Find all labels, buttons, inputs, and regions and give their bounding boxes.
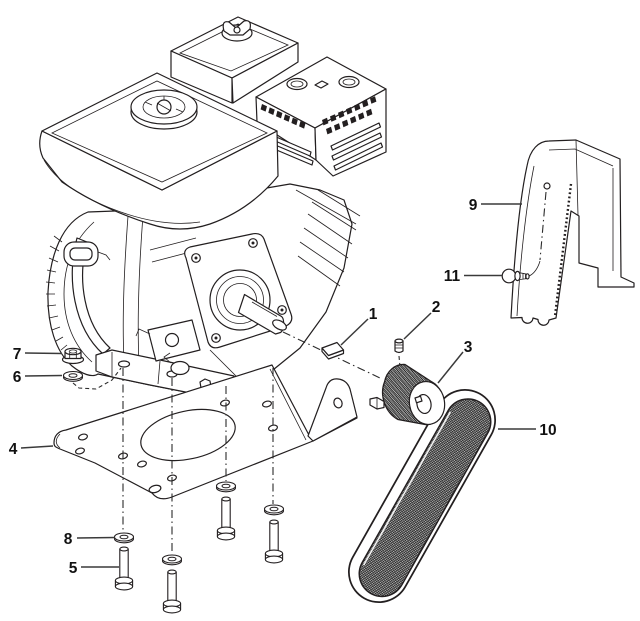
mounting-bolt-1 [114, 546, 134, 591]
muffler [255, 56, 387, 177]
callout-6: 6 [13, 369, 63, 386]
callout-5: 5 [69, 560, 119, 577]
wing-nut [221, 20, 253, 42]
shaft-key [321, 341, 345, 360]
washer-4 [263, 504, 285, 516]
set-screw [394, 338, 404, 354]
flange-nut [61, 347, 85, 365]
callout-5-label: 5 [69, 560, 78, 577]
callout-2-leader [403, 312, 432, 340]
washer-3 [215, 481, 237, 493]
callout-1-leader [340, 318, 369, 346]
callout-9-label: 9 [469, 197, 478, 214]
callout-7-leader [24, 352, 63, 355]
air-filter [170, 16, 299, 104]
carburetor [135, 319, 201, 376]
callout-3-label: 3 [464, 339, 473, 356]
plate-bracket-tab [307, 378, 358, 442]
pulley [369, 363, 446, 426]
pulley-bore [414, 393, 432, 415]
callout-10-label: 10 [539, 422, 556, 439]
crankcase [184, 232, 293, 349]
callout-1-label: 1 [369, 306, 378, 323]
callout-8-leader [76, 536, 116, 539]
callout-4-leader [20, 445, 54, 449]
mounting-bolt-3 [216, 496, 236, 541]
bolt-alignment-lines [122, 368, 274, 555]
callout-2: 2 [403, 299, 441, 340]
callouts: 1 2 3 4 5 6 7 8 [9, 197, 557, 577]
callout-10: 10 [498, 422, 557, 439]
guard-mount-hole [543, 182, 551, 190]
mounting-plate [53, 364, 358, 500]
plate-holes [74, 399, 279, 494]
callout-6-leader [24, 374, 63, 377]
fuel-tank [39, 72, 279, 230]
washer-front [62, 370, 84, 382]
nut-alignment-dashed-line [72, 367, 122, 390]
washer-2 [161, 554, 183, 566]
callout-11: 11 [444, 268, 502, 285]
mounting-bolt-4 [264, 519, 284, 564]
starter-handle [63, 241, 111, 267]
callout-6-label: 6 [13, 369, 22, 386]
guard-knob [501, 260, 541, 284]
callout-4: 4 [9, 441, 54, 458]
fuel-cap [130, 89, 198, 130]
mounting-bolt-2 [162, 569, 182, 614]
callout-7-label: 7 [13, 346, 22, 363]
callout-3: 3 [437, 339, 473, 384]
callout-7: 7 [13, 346, 63, 363]
callout-11-label: 11 [444, 268, 461, 285]
callout-2-label: 2 [432, 299, 441, 316]
cooling-fins [295, 189, 361, 287]
callout-3-leader [437, 351, 464, 384]
pulley-set-screw-boss [369, 396, 385, 410]
washer-bottom [113, 532, 135, 544]
belt-guard [510, 139, 635, 326]
callout-9: 9 [469, 197, 522, 214]
output-shaft [237, 293, 287, 335]
knob-alignment-line [539, 191, 547, 261]
callout-1: 1 [340, 306, 378, 346]
callout-4-label: 4 [9, 441, 18, 458]
guard-flange-edge [553, 183, 573, 317]
callout-8-label: 8 [64, 531, 73, 548]
recoil-starter [45, 221, 111, 363]
drive-belt [348, 389, 496, 603]
callout-8: 8 [64, 531, 116, 548]
engine-assembly [39, 16, 387, 402]
